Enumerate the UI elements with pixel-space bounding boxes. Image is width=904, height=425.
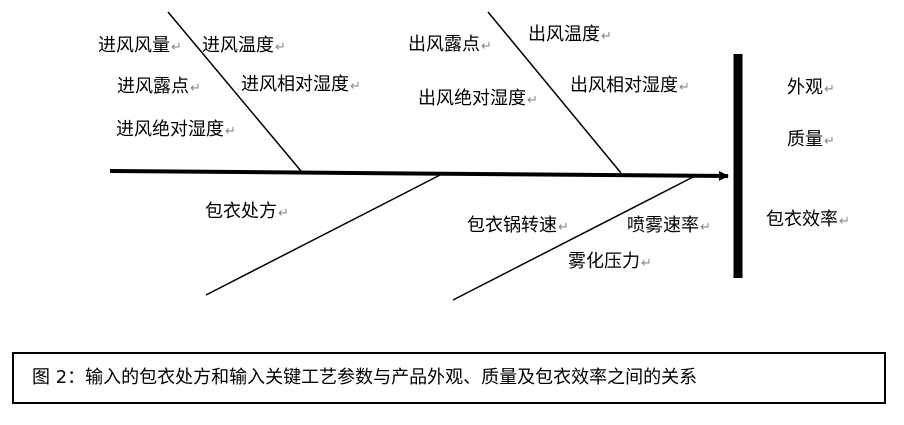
label-coating-efficiency: 包衣效率↵: [766, 209, 850, 230]
label-inlet-air-volume: 进风风量↵: [98, 35, 182, 56]
label-pan-speed: 包衣锅转速↵: [467, 215, 569, 236]
label-appearance: 外观↵: [787, 77, 835, 98]
label-quality: 质量↵: [787, 129, 835, 150]
figure-caption-box: 图 2：输入的包衣处方和输入关键工艺参数与产品外观、质量及包衣效率之间的关系: [12, 352, 886, 404]
label-coating-formula: 包衣处方↵: [205, 201, 289, 222]
bone-inlet-air: [167, 11, 302, 172]
spine-arrow: [109, 169, 729, 181]
label-outlet-dew-point: 出风露点↵: [408, 34, 492, 55]
label-inlet-air-temperature: 进风温度↵: [202, 35, 286, 56]
bone-coating-formula: [205, 172, 445, 296]
label-inlet-dew-point: 进风露点↵: [117, 76, 201, 97]
fishbone-diagram: [109, 11, 743, 301]
label-inlet-absolute-humidity: 进风绝对湿度↵: [116, 119, 236, 140]
figure-caption: 图 2：输入的包衣处方和输入关键工艺参数与产品外观、质量及包衣效率之间的关系: [32, 367, 698, 388]
label-spray-rate: 喷雾速率↵: [627, 215, 711, 236]
bone-outlet-air: [487, 11, 622, 174]
label-atomizing-pressure: 雾化压力↵: [568, 251, 652, 272]
label-inlet-relative-humidity: 进风相对湿度↵: [241, 74, 361, 95]
bone-process-params: [452, 175, 696, 301]
label-outlet-air-temperature: 出风温度↵: [528, 24, 612, 45]
label-outlet-absolute-humidity: 出风绝对湿度↵: [418, 88, 538, 109]
label-outlet-relative-humidity: 出风相对湿度↵: [570, 75, 690, 96]
